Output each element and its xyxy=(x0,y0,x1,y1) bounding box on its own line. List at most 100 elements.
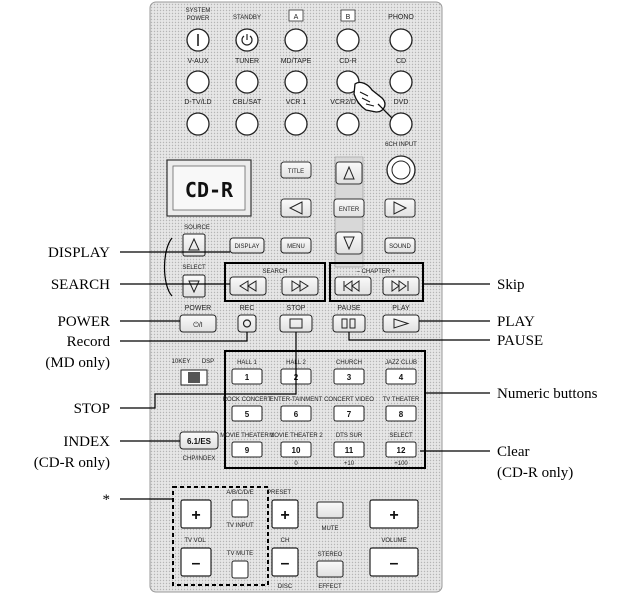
tv-vol-down-button[interactable] xyxy=(180,547,212,577)
skip-forward-button[interactable] xyxy=(382,276,420,296)
effect-label: EFFECT xyxy=(318,584,342,590)
tuner-button[interactable] xyxy=(235,70,259,94)
stop-button[interactable] xyxy=(279,314,313,333)
d-tv-ld-button[interactable] xyxy=(186,112,210,136)
abcde-button[interactable] xyxy=(231,499,249,518)
tuner-label: TUNER xyxy=(235,58,259,65)
cbl-sat-label: CBL/SAT xyxy=(233,99,262,106)
numeric-5-mode-label: ROCK CONCERT xyxy=(223,397,272,403)
rec-label: REC xyxy=(240,305,255,312)
es-label: 6.1/ES xyxy=(187,437,212,446)
numeric-3-button[interactable] xyxy=(333,368,365,385)
cursor-right-button[interactable] xyxy=(384,198,416,218)
menu-button[interactable] xyxy=(280,237,312,254)
up-arrow-icon xyxy=(343,165,355,180)
search-label: SEARCH xyxy=(262,269,287,275)
numeric-8-button[interactable] xyxy=(385,405,417,422)
rec-button[interactable] xyxy=(237,314,257,333)
volume-up-button[interactable] xyxy=(369,499,419,529)
preset-label: PRESET xyxy=(267,490,291,496)
cursor-up-button[interactable] xyxy=(335,161,363,185)
play-label: PLAY xyxy=(392,305,410,312)
phono-button[interactable] xyxy=(389,28,413,52)
tv-vol-label: TV VOL xyxy=(184,538,206,544)
enter-button[interactable] xyxy=(333,198,365,218)
stereo-button[interactable] xyxy=(316,560,344,578)
vcr1-button[interactable] xyxy=(284,112,308,136)
numeric-12-number: 12 xyxy=(397,446,406,455)
chapter-label: – CHAPTER + xyxy=(357,269,396,275)
tv-vol-up-button[interactable] xyxy=(180,499,212,529)
dvd-button[interactable] xyxy=(389,112,413,136)
skip-back-icon xyxy=(343,280,360,292)
row3: D-TV/LD CBL/SAT VCR 1 VCR2/DVR DVD xyxy=(184,99,413,136)
sound-button[interactable] xyxy=(384,237,416,254)
cursor-down-button[interactable] xyxy=(335,231,363,255)
b-label: B xyxy=(346,14,351,21)
title-button[interactable] xyxy=(280,161,312,179)
switch-slider-icon xyxy=(188,372,200,383)
preset-minus-icon: – xyxy=(281,555,290,572)
cbl-sat-button[interactable] xyxy=(235,112,259,136)
plus-icon: + xyxy=(191,507,200,524)
left-arrow-icon xyxy=(288,201,303,215)
mute-button[interactable] xyxy=(316,501,344,519)
numeric-12-button[interactable] xyxy=(385,441,417,458)
vcr2-dvr-button[interactable] xyxy=(336,112,360,136)
power-toggle-icon: ⏻/I xyxy=(193,321,202,329)
callout-asterisk: * xyxy=(103,492,111,508)
skip-back-button[interactable] xyxy=(334,276,372,296)
b-button[interactable] xyxy=(336,28,360,52)
six-ch-input-button[interactable] xyxy=(386,155,416,185)
a-button[interactable] xyxy=(284,28,308,52)
numeric-12-mode-label: SELECT xyxy=(389,433,413,439)
preset-up-button[interactable] xyxy=(271,499,299,529)
power-button[interactable] xyxy=(179,314,217,333)
numeric-4-button[interactable] xyxy=(385,368,417,385)
search-highlight xyxy=(224,262,326,302)
numeric-9-button[interactable] xyxy=(231,441,263,458)
pointing-hand-icon xyxy=(353,81,393,119)
play-button[interactable] xyxy=(382,314,420,333)
callout-play: PLAY xyxy=(497,314,535,330)
callout-search: SEARCH xyxy=(51,277,110,293)
numeric-1-button[interactable] xyxy=(231,368,263,385)
numeric-6-number: 6 xyxy=(294,410,299,419)
cursor-left-button[interactable] xyxy=(280,198,312,218)
tv-input-label: TV INPUT xyxy=(226,523,254,529)
numeric-6-button[interactable] xyxy=(280,405,312,422)
numeric-10-button[interactable] xyxy=(280,441,312,458)
power-label: POWER xyxy=(185,305,211,312)
rewind-icon xyxy=(239,280,257,292)
cursor-pad: TITLE ENTER xyxy=(280,156,416,268)
tv-controls-highlight xyxy=(172,486,269,586)
tv-mute-label: TV MUTE xyxy=(227,551,253,557)
a-label: A xyxy=(294,14,299,21)
a-box xyxy=(288,9,304,22)
phono-label: PHONO xyxy=(388,14,414,21)
standby-label: STANDBY xyxy=(233,15,261,21)
numeric-5-number: 5 xyxy=(245,410,250,419)
volume-down-button[interactable] xyxy=(369,547,419,577)
dsp-label: DSP xyxy=(202,359,214,365)
numeric-11-number: 11 xyxy=(345,446,354,455)
cd-button[interactable] xyxy=(389,70,413,94)
ch-label: CH xyxy=(281,538,290,544)
numeric-8-mode-label: TV THEATER xyxy=(383,397,420,403)
dvd-label: DVD xyxy=(394,99,409,106)
source-down-button[interactable] xyxy=(182,274,206,298)
numeric-11-button[interactable] xyxy=(333,441,365,458)
numeric-highlight xyxy=(224,350,426,469)
pause-button[interactable] xyxy=(332,314,366,333)
remote-body xyxy=(149,1,443,593)
md-tape-button[interactable] xyxy=(284,70,308,94)
numeric-7-button[interactable] xyxy=(333,405,365,422)
tv-mute-button[interactable] xyxy=(231,560,249,579)
down-arrow-icon xyxy=(343,236,355,251)
display-button[interactable] xyxy=(229,237,265,254)
v-aux-button[interactable] xyxy=(186,70,210,94)
numeric-5-button[interactable] xyxy=(231,405,263,422)
source-up-button[interactable] xyxy=(182,233,206,257)
preset-down-button[interactable] xyxy=(271,547,299,577)
